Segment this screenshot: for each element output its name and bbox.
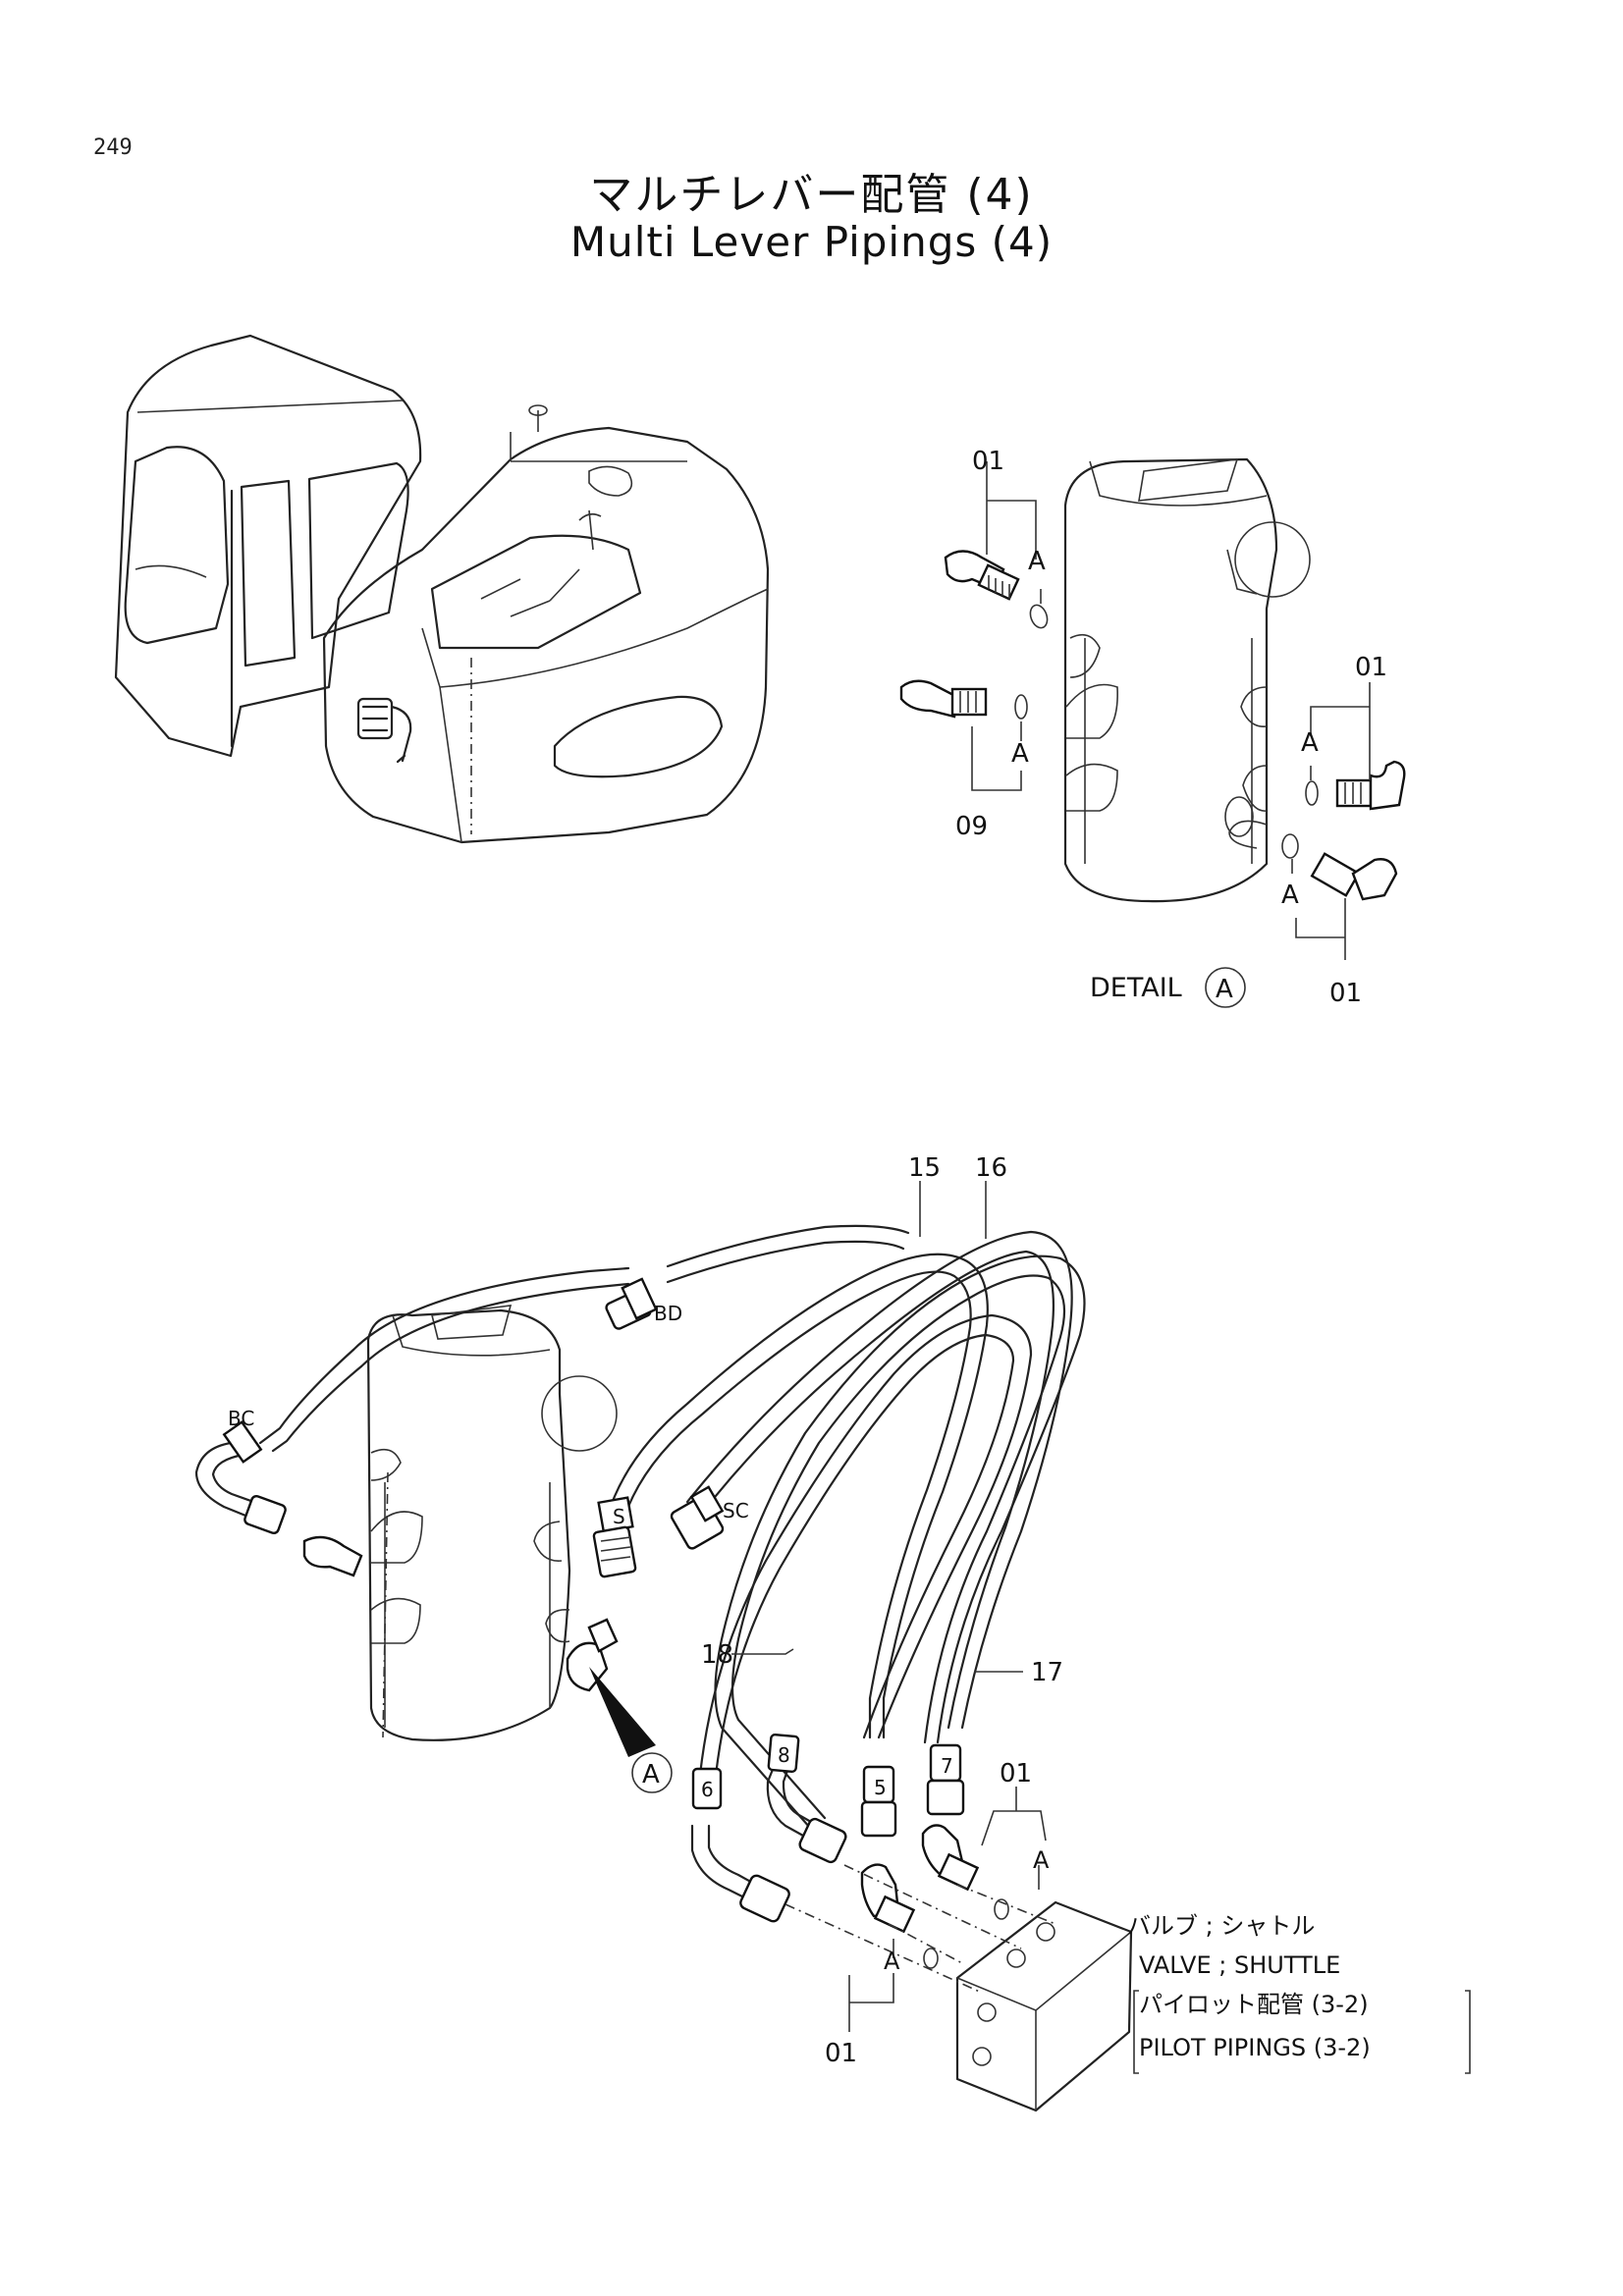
detail-a-pointer <box>589 1667 656 1757</box>
location-marker-icon <box>356 697 412 764</box>
elbow-fitting-upper-left <box>944 550 1020 601</box>
port-label-6: 6 <box>701 1778 714 1801</box>
port-label-s: S <box>613 1505 625 1528</box>
callout-01-upper: 01 <box>1000 1759 1032 1789</box>
callout-a-upper: A <box>1033 1846 1050 1874</box>
note-pilot-en: PILOT PIPINGS (3-2) <box>1139 2034 1371 2061</box>
fitting-5 <box>860 1765 897 1838</box>
fitting-bd <box>605 1277 658 1330</box>
note-valve-en: VALVE ; SHUTTLE <box>1139 1951 1340 1979</box>
elbow-fitting-01-upper <box>921 1824 980 1892</box>
callout-a-1: A <box>1028 547 1046 576</box>
callout-a-lower: A <box>884 1948 900 1975</box>
note-valve-jp: バルブ ; シャトル <box>1127 1912 1315 1940</box>
main-assembly: A 15 16 17 18 01 A 01 A BD BC S SC 6 8 5… <box>194 1153 1471 2112</box>
callout-17: 17 <box>1031 1658 1063 1687</box>
fitting-7 <box>926 1743 965 1816</box>
callout-a-4: A <box>1281 881 1299 910</box>
fitting-s <box>592 1496 637 1578</box>
o-ring <box>994 1898 1009 1920</box>
elbow-fitting-01-lower <box>860 1863 916 1934</box>
o-ring <box>1281 833 1299 859</box>
callout-01-right: 01 <box>1355 653 1387 682</box>
pipe-bd <box>352 1224 910 1368</box>
fitting-sc <box>670 1485 725 1550</box>
o-ring <box>923 1948 939 1969</box>
port-label-bc: BC <box>228 1407 254 1430</box>
port-label-sc: SC <box>723 1499 749 1522</box>
callout-a-2: A <box>1011 739 1029 769</box>
fitting-nut-lower-left <box>739 1874 790 1923</box>
o-ring <box>1014 694 1028 720</box>
fitting-8 <box>767 1733 800 1774</box>
callout-01-lower: 01 <box>825 2039 857 2068</box>
callout-15: 15 <box>908 1153 941 1183</box>
page-title-english: Multi Lever Pipings (4) <box>569 218 1054 266</box>
detail-caption: DETAIL <box>1090 973 1182 1003</box>
detail-a-marker-circle <box>631 1752 673 1793</box>
port-label-8: 8 <box>778 1743 790 1767</box>
port-label-bd: BD <box>654 1302 682 1325</box>
elbow-fitting-lower-right <box>1310 852 1398 901</box>
page-number: 249 <box>93 135 133 160</box>
shuttle-valve-block <box>955 1900 1133 2112</box>
callout-a-3: A <box>1301 728 1319 758</box>
o-ring <box>1305 780 1319 806</box>
pipe-15 <box>607 1253 989 1739</box>
pipe-8 <box>766 1760 813 1838</box>
port-label-7: 7 <box>941 1754 953 1778</box>
port-label-5: 5 <box>874 1776 887 1799</box>
pipe-bc <box>194 1348 363 1522</box>
fitting-a-valve-port <box>566 1618 619 1692</box>
fitting-6 <box>691 1767 723 1810</box>
detail-a-marker-letter: A <box>642 1760 660 1789</box>
detail-marker-circle <box>1205 967 1246 1008</box>
callout-01-top-left: 01 <box>972 447 1004 476</box>
o-ring <box>1029 604 1049 629</box>
callout-16: 16 <box>975 1153 1007 1183</box>
note-bracket <box>1133 1990 1471 2074</box>
note-pilot-jp: パイロット配管 (3-2) <box>1139 1991 1369 2018</box>
detail-a-view: 01 01 09 01 A A A A DETAIL A <box>899 447 1406 1008</box>
fitting-left-elbow <box>302 1535 363 1577</box>
pipe-18 <box>690 1313 1033 1901</box>
callout-18: 18 <box>701 1640 733 1670</box>
callout-01-bottom-right: 01 <box>1329 979 1362 1008</box>
pipe-16 <box>685 1230 1073 1730</box>
page-title-japanese: マルチレバー配管 (4) <box>589 170 1034 220</box>
callout-09-left: 09 <box>955 812 988 841</box>
detail-marker-letter: A <box>1216 975 1233 1004</box>
fitting-nut-mid <box>798 1817 847 1864</box>
fitting-bc <box>222 1420 287 1535</box>
elbow-fitting-right <box>1335 760 1406 811</box>
elbow-fitting-left <box>899 679 988 719</box>
excavator-overview <box>114 334 770 844</box>
